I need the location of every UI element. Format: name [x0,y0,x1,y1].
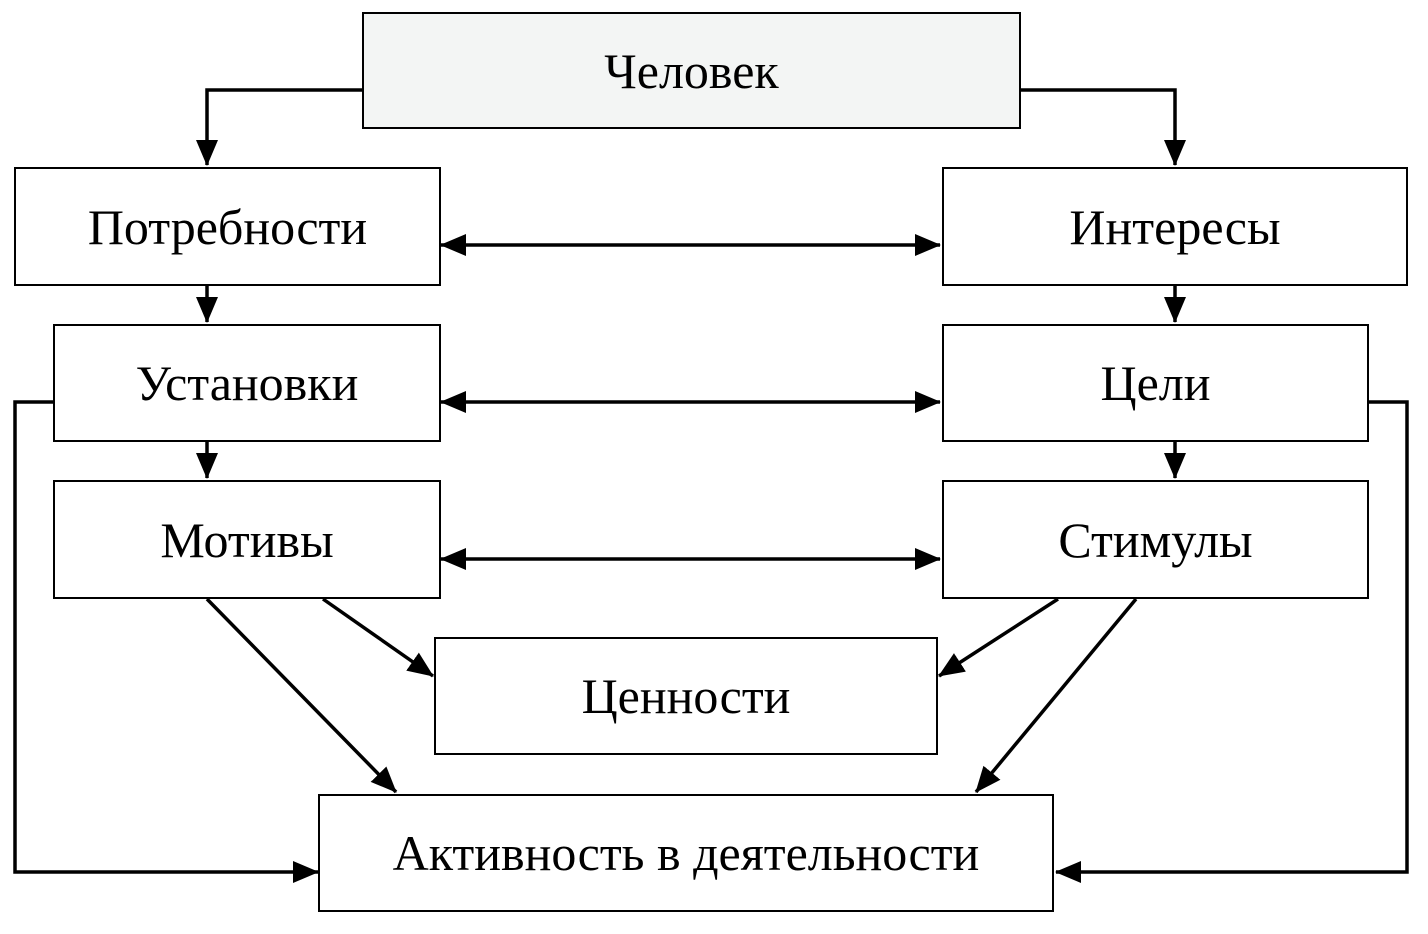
node-tsennosti: Ценности [434,637,938,755]
node-potrebnosti: Потребности [14,167,441,286]
edge-ustanovki-aktivnost [13,400,319,883]
edge-chelovek-interesy [1020,88,1186,166]
edge-stimuly-aktivnost [974,597,1138,794]
node-tsennosti-label: Ценности [581,668,791,724]
node-chelovek: Человек [362,12,1021,129]
node-stimuly: Стимулы [942,480,1369,599]
node-motivy-label: Мотивы [160,511,334,568]
edge-tseli-aktivnost [1055,400,1409,883]
node-interesy: Интересы [942,167,1408,286]
node-motivy: Мотивы [53,480,441,599]
edge-motivy-aktivnost [205,597,398,794]
node-chelovek-label: Человек [604,42,779,99]
node-aktivnost: Активность в деятельности [318,794,1054,912]
node-stimuly-label: Стимулы [1058,511,1253,568]
edge-motivy-tsennosti [321,597,435,678]
node-tseli: Цели [942,324,1369,442]
node-tseli-label: Цели [1100,355,1211,411]
node-aktivnost-label: Активность в деятельности [392,825,980,881]
node-ustanovki-label: Установки [135,355,359,411]
node-interesy-label: Интересы [1069,198,1281,255]
node-ustanovki: Установки [53,324,441,442]
node-potrebnosti-label: Потребности [87,198,368,255]
edge-chelovek-potrebnosti [196,88,362,166]
edge-stimuly-tsennosti [938,597,1059,678]
